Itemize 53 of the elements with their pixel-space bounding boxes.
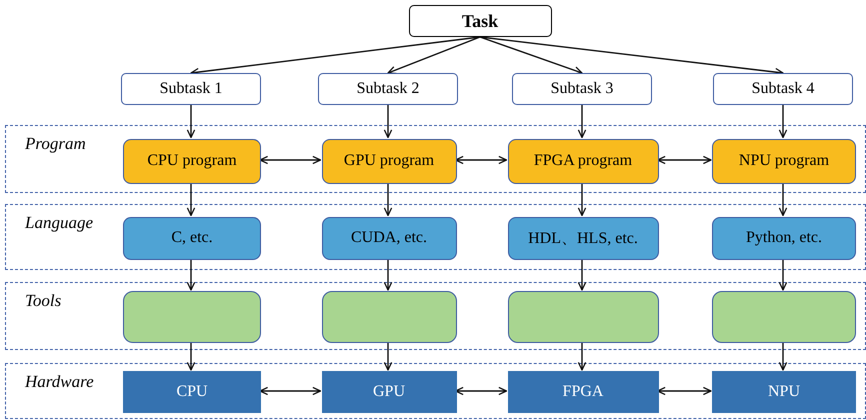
arrow (578, 182, 586, 216)
hardware-box: GPU (322, 371, 456, 413)
arrow (656, 156, 712, 164)
arrow (186, 258, 196, 291)
layer-label: Language (25, 213, 93, 233)
layer-label: Program (25, 134, 86, 154)
program-box: CPU program (123, 138, 261, 184)
subtask-box: Subtask 1 (121, 73, 261, 105)
hardware-box: FPGA (508, 371, 658, 413)
arrow (186, 182, 196, 216)
arrow (186, 342, 196, 371)
tool-box (508, 291, 658, 343)
arrow (578, 342, 586, 371)
tool-box (322, 291, 456, 343)
arrow (387, 36, 480, 74)
program-box: NPU program (712, 138, 856, 184)
tool-box (123, 291, 261, 343)
subtask-box: Subtask 3 (512, 73, 652, 105)
arrow (384, 182, 392, 216)
layer-label: Tools (25, 291, 62, 311)
arrow (454, 156, 508, 164)
program-box: GPU program (322, 138, 456, 184)
language-box: HDL、HLS, etc. (508, 216, 658, 260)
hardware-box: CPU (123, 371, 261, 413)
layer-band (5, 282, 866, 350)
arrow (259, 156, 322, 164)
task-box: Task (408, 5, 552, 37)
arrow (578, 258, 586, 291)
language-box: C, etc. (123, 216, 261, 260)
arrow (578, 105, 586, 138)
arrow (778, 105, 788, 138)
subtask-box: Subtask 4 (713, 73, 853, 105)
hardware-box: NPU (712, 371, 856, 413)
arrow (259, 386, 322, 396)
layer-band (5, 204, 866, 270)
language-box: Python, etc. (712, 216, 856, 260)
arrow (480, 36, 583, 74)
subtask-box: Subtask 2 (318, 73, 458, 105)
arrow (778, 182, 788, 216)
arrow (454, 386, 508, 396)
arrow (656, 386, 712, 396)
program-box: FPGA program (508, 138, 658, 184)
arrow (384, 258, 392, 291)
arrow (778, 258, 788, 291)
arrow (778, 342, 788, 371)
language-box: CUDA, etc. (322, 216, 456, 260)
layer-band (5, 125, 866, 193)
arrow (384, 342, 392, 371)
arrow (384, 105, 392, 138)
layer-label: Hardware (25, 372, 94, 392)
tool-box (712, 291, 856, 343)
layer-band (5, 363, 866, 419)
arrow (186, 105, 196, 138)
